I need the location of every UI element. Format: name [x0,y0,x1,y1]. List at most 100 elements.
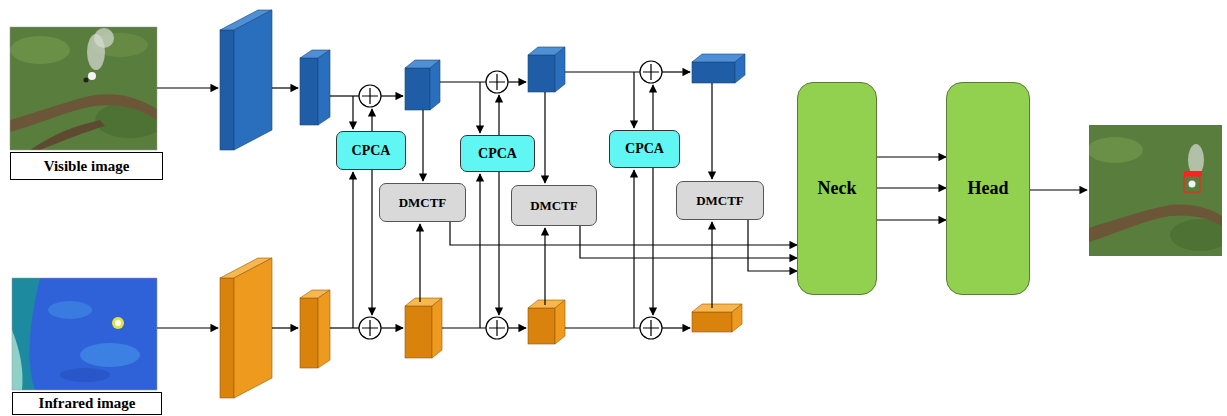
node-label: Neck [818,178,857,199]
wire [544,92,545,183]
add-sign [643,64,659,80]
feature-side [732,304,742,332]
wire [157,87,218,88]
wire [440,81,486,82]
wire [633,72,634,128]
wire [381,95,403,96]
infrared-features [220,258,742,398]
add-sign [362,320,378,336]
ir-region [80,343,140,367]
feature-front [692,62,735,83]
feature-side [555,47,565,92]
connector-arrow [748,220,797,271]
feature-front [692,312,732,332]
wire [711,83,712,179]
node-label: DMCTF [399,195,447,211]
grass-patch [1170,219,1222,251]
add-symbol [640,61,662,83]
add-symbol [486,71,508,93]
visible-photo [10,27,157,150]
add-sign [489,74,505,90]
wire [479,82,480,133]
node-label: CPCA [478,146,517,162]
add-sign [362,88,378,104]
wire [508,81,526,82]
wire [479,174,480,328]
photo-frame [12,278,157,390]
photo-frame [10,27,157,150]
feature-front [528,55,555,92]
wire [508,327,526,328]
wire [272,87,298,88]
feature-side [318,290,330,368]
node-label: Infrared image [39,395,136,412]
module-box: CPCA [336,131,406,170]
grass-patch [10,36,70,64]
connector-arrow [580,226,797,258]
image-caption-box: Infrared image [12,392,162,415]
feature-front [528,308,555,344]
node-label: Visible image [44,158,130,175]
add-sign [643,320,659,336]
wire [157,327,218,328]
ir-region [12,330,23,390]
add-symbol [486,317,508,339]
dirt-track [1089,205,1222,242]
wire [371,170,372,315]
grass-patch [1089,137,1143,163]
connector-arrow [450,222,797,245]
ir-region [48,301,92,319]
wire [498,172,499,315]
feature-side [234,10,272,150]
feature-side [430,60,440,110]
feature-side [234,258,272,398]
wire [352,172,353,328]
module-box: DMCTF [511,185,597,226]
fire-spot [1189,181,1196,188]
burnt-spot [84,78,89,83]
add-symbol [359,317,381,339]
module-box: CPCA [460,135,535,172]
wire [565,71,640,72]
wire [662,327,690,328]
wire [330,327,359,328]
node-label: CPCA [352,143,391,159]
fire-spot [88,72,96,80]
module-box: CPCA [609,130,680,168]
wire [422,110,423,181]
wires [157,72,1087,328]
feature-front [300,298,318,368]
feature-side [318,50,330,125]
wire [330,95,359,96]
node-label: Head [967,178,1008,199]
feature-front [405,306,432,358]
wire [633,170,634,328]
dirt-track [30,120,105,150]
feature-side [735,54,745,83]
detection-tag [1184,171,1202,176]
stage-box: Neck [797,82,877,295]
ir-region [12,278,40,390]
feature-side [555,300,565,344]
hot-spot [112,317,124,329]
module-box: DMCTF [379,183,466,222]
add-sign [489,320,505,336]
stage-box: Head [946,82,1030,295]
add-ops [359,61,662,339]
visible-features [220,10,745,150]
feature-front [220,30,234,150]
feature-front [220,278,234,398]
smoke [94,28,114,48]
wire [1030,189,1087,190]
add-symbol [359,85,381,107]
feature-front [300,58,318,125]
infrared-photo [12,278,157,390]
connector-arrow [877,156,946,157]
add-symbol [640,317,662,339]
hot-spot-core [115,320,121,326]
node-label: DMCTF [530,198,578,214]
ir-ground [12,278,157,390]
wire [371,109,372,131]
